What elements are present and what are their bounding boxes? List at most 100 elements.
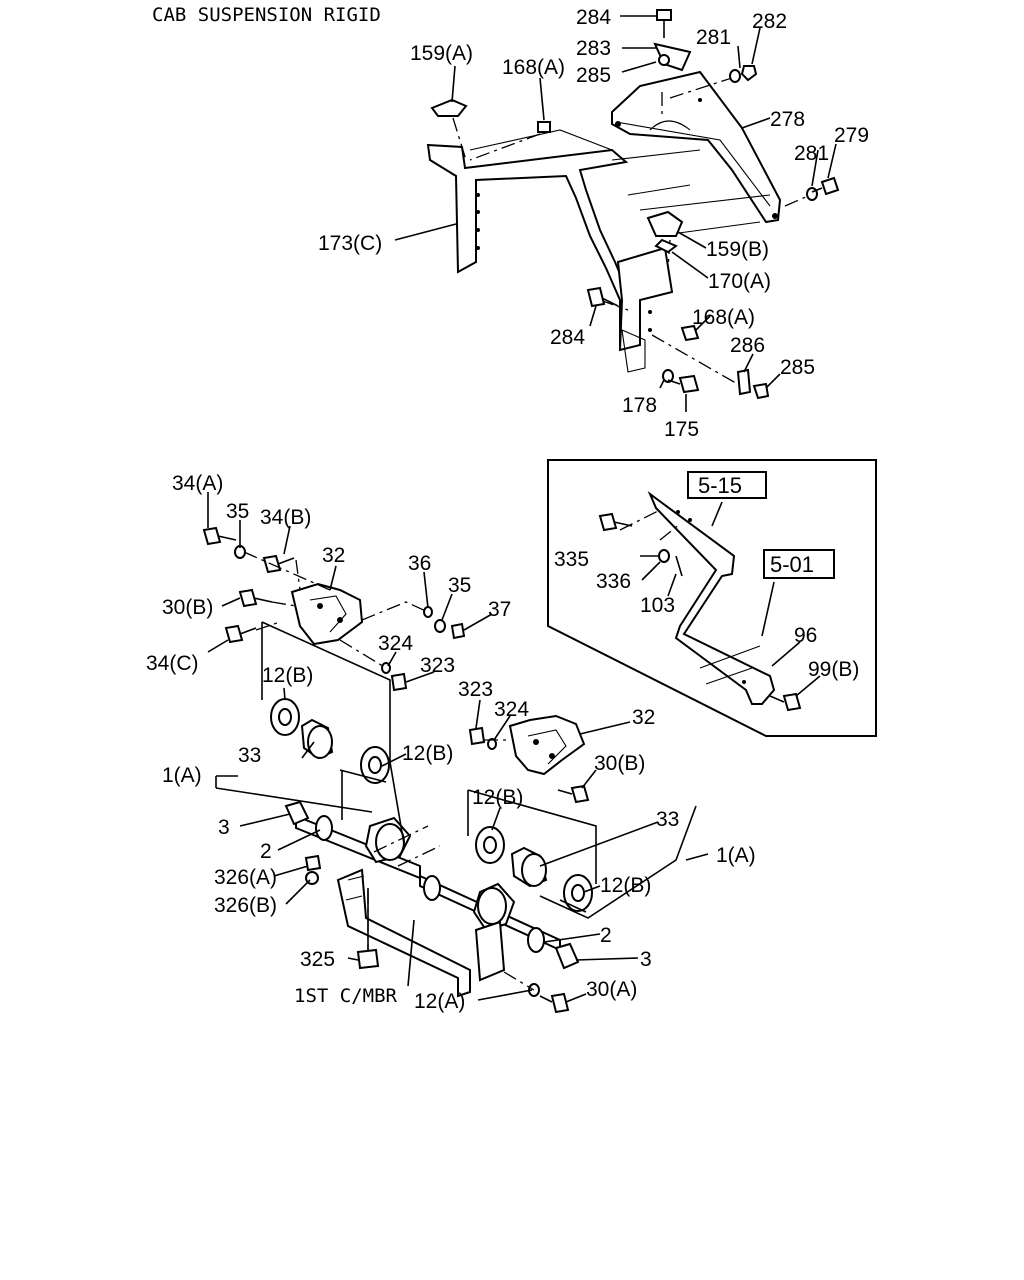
bolt-99b bbox=[769, 692, 802, 712]
callout-37: 37 bbox=[488, 598, 511, 621]
callout-282: 282 bbox=[752, 10, 787, 33]
callout-34c: 34(C) bbox=[146, 652, 199, 675]
callout-284-mid: 284 bbox=[550, 326, 585, 349]
ref-box-5-01 bbox=[763, 549, 835, 579]
callout-12b-2: 12(B) bbox=[402, 742, 453, 765]
nut-282 bbox=[740, 65, 758, 82]
bolt-279 bbox=[811, 176, 840, 196]
callout-324-left: 324 bbox=[378, 632, 413, 655]
bolt-335 bbox=[598, 512, 633, 532]
washer-336 bbox=[658, 549, 670, 563]
callout-173c: 173(C) bbox=[318, 232, 382, 255]
bolt-34a bbox=[202, 526, 237, 546]
pin-103 bbox=[675, 555, 683, 577]
nut-285-low bbox=[752, 382, 770, 400]
bolt-30b-left bbox=[238, 588, 273, 608]
callout-326b: 326(B) bbox=[214, 894, 277, 917]
nut-323-left bbox=[390, 672, 408, 692]
callout-326a: 326(A) bbox=[214, 866, 277, 889]
washer-178 bbox=[662, 369, 674, 383]
callout-103: 103 bbox=[640, 594, 675, 617]
clip-324-right bbox=[487, 738, 497, 750]
callout-285-top: 285 bbox=[576, 64, 611, 87]
callout-285-low: 285 bbox=[780, 356, 815, 379]
mount-159b bbox=[646, 210, 684, 237]
inset-panel: 5-15 5-01 335 336 103 96 99(B) bbox=[547, 459, 877, 737]
callout-34a: 34(A) bbox=[172, 472, 223, 495]
callout-12a: 12(A) bbox=[414, 990, 465, 1013]
fitting-326a bbox=[304, 854, 322, 872]
washer-12b-4 bbox=[563, 874, 593, 912]
callout-325: 325 bbox=[300, 948, 335, 971]
callout-32-right: 32 bbox=[632, 706, 655, 729]
nut-285-top bbox=[658, 54, 670, 66]
callout-2-left: 2 bbox=[260, 840, 272, 863]
callout-30a: 30(A) bbox=[586, 978, 637, 1001]
callout-1a-left: 1(A) bbox=[162, 764, 202, 787]
callout-36: 36 bbox=[408, 552, 431, 575]
callout-12b-1: 12(B) bbox=[262, 664, 313, 687]
plate-286 bbox=[736, 368, 752, 396]
callout-35-right: 35 bbox=[448, 574, 471, 597]
callout-286: 286 bbox=[730, 334, 765, 357]
bolt-34c bbox=[224, 624, 257, 644]
callout-35-left: 35 bbox=[226, 500, 249, 523]
ref-label-5-01: 5-01 bbox=[770, 552, 814, 577]
bracket-32-left bbox=[290, 582, 364, 646]
callout-323-right: 323 bbox=[458, 678, 493, 701]
bolt-30b-right bbox=[557, 784, 590, 804]
nut-37 bbox=[450, 622, 466, 640]
callout-335: 335 bbox=[554, 548, 589, 571]
callout-336: 336 bbox=[596, 570, 631, 593]
callout-32-left: 32 bbox=[322, 544, 345, 567]
first-cross-member bbox=[336, 868, 506, 998]
lower-assembly: 34(A) 35 34(B) 32 36 35 37 30(B) 34(C) 3… bbox=[146, 472, 756, 1014]
clip-36 bbox=[423, 606, 433, 618]
callout-34b: 34(B) bbox=[260, 506, 311, 529]
mount-159a bbox=[430, 98, 468, 117]
diagram-title: CAB SUSPENSION RIGID bbox=[152, 4, 381, 26]
washer-12b-3 bbox=[475, 826, 505, 864]
frame-bracket bbox=[426, 129, 674, 373]
callout-281-right: 281 bbox=[794, 142, 829, 165]
ref-box-5-15 bbox=[687, 471, 767, 499]
bolt-284-top bbox=[656, 9, 672, 38]
nut-168a-top bbox=[537, 121, 551, 133]
bracket-32-right bbox=[508, 714, 586, 776]
callout-96: 96 bbox=[794, 624, 817, 647]
callout-284-top: 284 bbox=[576, 6, 611, 29]
callout-281-top: 281 bbox=[696, 26, 731, 49]
washer-35-right bbox=[434, 619, 446, 633]
callout-178: 178 bbox=[622, 394, 657, 417]
nut-168a-mid bbox=[680, 324, 700, 342]
callout-33-left: 33 bbox=[238, 744, 261, 767]
callout-30b-right: 30(B) bbox=[594, 752, 645, 775]
shaft-assembly bbox=[284, 800, 580, 970]
callout-1st-cmbr: 1ST C/MBR bbox=[294, 985, 398, 1007]
callout-323-left: 323 bbox=[420, 654, 455, 677]
bolt-34b bbox=[262, 554, 295, 574]
callout-12b-4: 12(B) bbox=[600, 874, 651, 897]
bolt-175 bbox=[667, 374, 700, 394]
ref-label-5-15: 5-15 bbox=[698, 473, 742, 498]
callout-30b-left: 30(B) bbox=[162, 596, 213, 619]
cross-member bbox=[611, 70, 782, 224]
link-rod bbox=[647, 491, 776, 705]
washer-281-top bbox=[729, 69, 741, 83]
callout-1a-right: 1(A) bbox=[716, 844, 756, 867]
callout-170a: 170(A) bbox=[708, 270, 771, 293]
bolt-30a bbox=[539, 992, 570, 1014]
callout-99b: 99(B) bbox=[808, 658, 859, 681]
bolt-284-mid bbox=[586, 286, 619, 308]
callout-2-right: 2 bbox=[600, 924, 612, 947]
callout-159a: 159(A) bbox=[410, 42, 473, 65]
upper-assembly: 284 282 283 281 285 159(A) 168(A) 278 27… bbox=[318, 6, 869, 441]
callout-279: 279 bbox=[834, 124, 869, 147]
callout-283: 283 bbox=[576, 37, 611, 60]
shim-170a bbox=[654, 238, 678, 254]
cushion-33-right bbox=[510, 846, 548, 888]
callout-324-right: 324 bbox=[494, 698, 529, 721]
callout-168a-top: 168(A) bbox=[502, 56, 565, 79]
callout-12b-3: 12(B) bbox=[472, 786, 523, 809]
